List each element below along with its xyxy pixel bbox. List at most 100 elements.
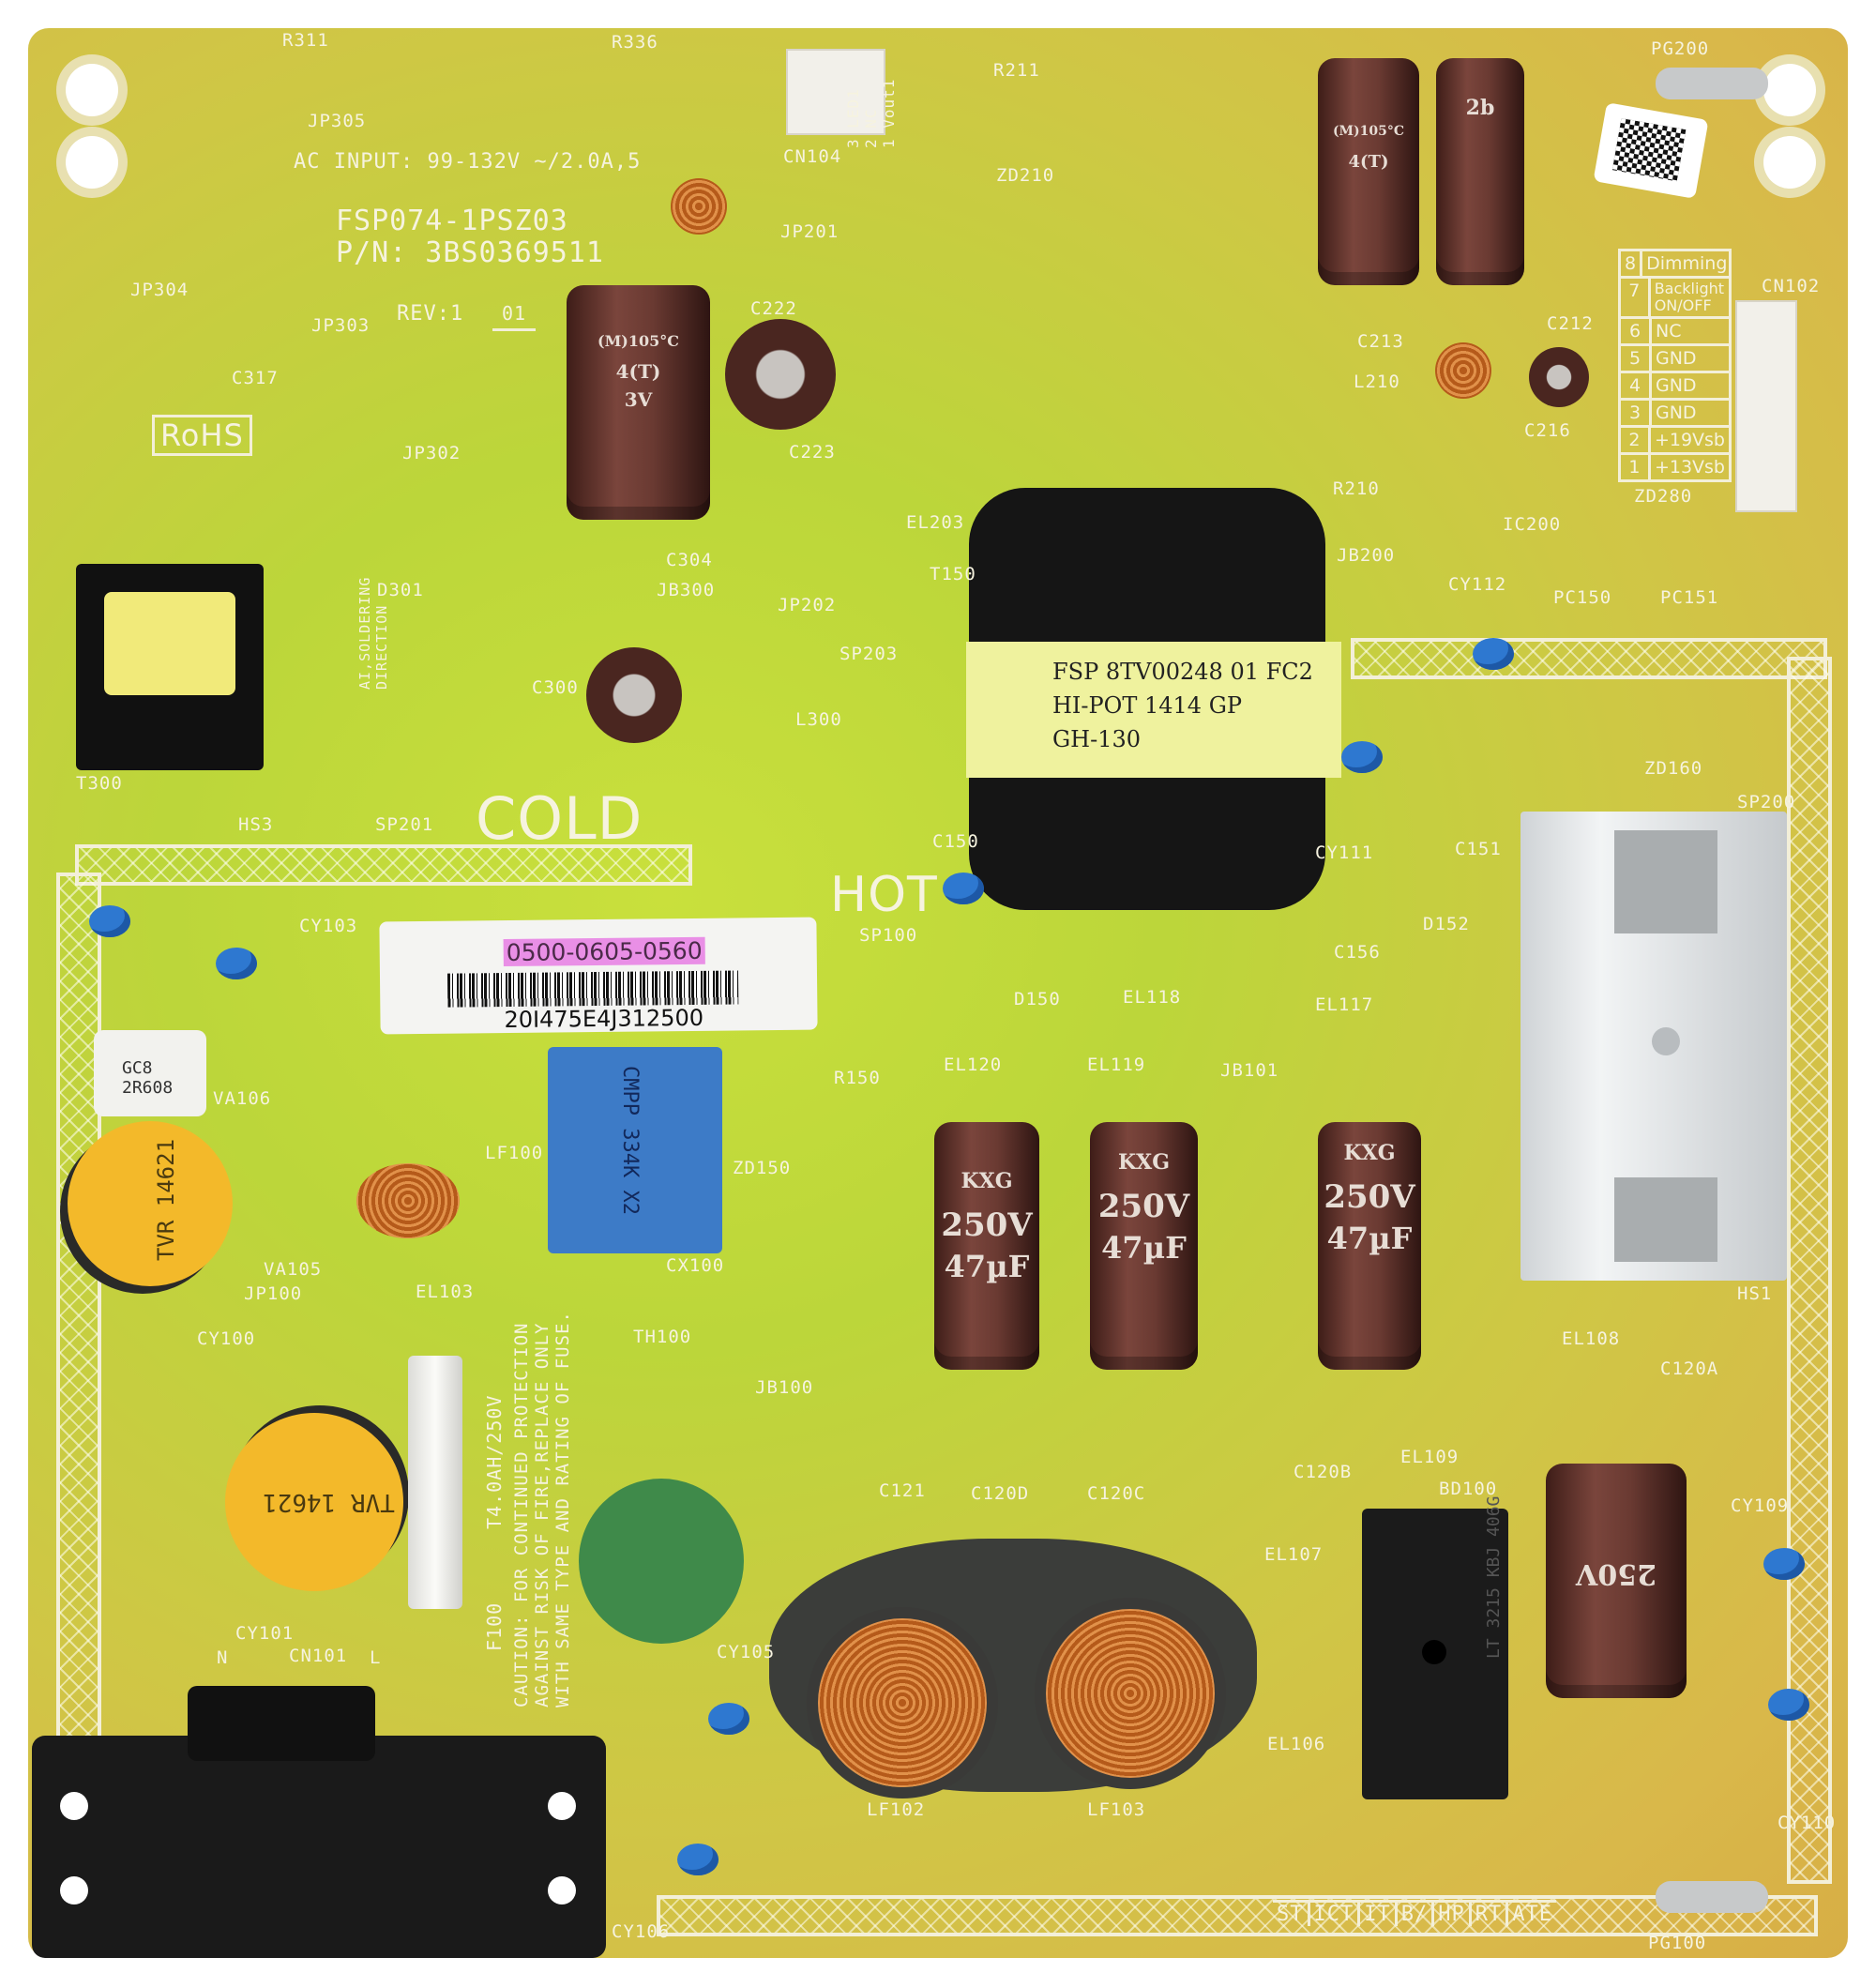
common-mode-choke-lf102 — [818, 1618, 987, 1787]
test-cell: HP — [1434, 1903, 1472, 1926]
designator-c120b: C120B — [1294, 1462, 1353, 1482]
designator-r211: R211 — [993, 60, 1040, 81]
designator-d152: D152 — [1423, 914, 1470, 934]
mounting-hole — [66, 136, 118, 189]
barcode — [446, 970, 739, 1008]
pin-number: 7 — [1621, 279, 1651, 316]
revision-text: REV:1 — [397, 302, 464, 326]
designator-r336: R336 — [612, 32, 658, 53]
designator-pg200: PG200 — [1651, 38, 1710, 59]
designator-jb200: JB200 — [1337, 545, 1396, 566]
test-checklist: ST ICT IT B/ HP RT ATE — [1273, 1900, 1556, 1926]
designator-jp302: JP302 — [402, 443, 461, 463]
designator-va106: VA106 — [213, 1088, 272, 1109]
designator-pc151: PC151 — [1660, 587, 1719, 608]
capacitor-marking: 4(T) — [615, 360, 661, 383]
test-cell: B/ — [1398, 1903, 1435, 1926]
y-capacitor — [89, 905, 130, 937]
designator-l210: L210 — [1354, 372, 1400, 392]
test-cell: RT — [1472, 1903, 1509, 1926]
test-cell: ICT — [1310, 1903, 1361, 1926]
isolation-zone — [75, 844, 692, 886]
caution-line: AGAINST RISK OF FIRE,REPLACE ONLY — [532, 1322, 552, 1708]
mounting-hole — [1763, 136, 1816, 189]
designator-el118: EL118 — [1123, 987, 1182, 1008]
designator-el119: EL119 — [1087, 1055, 1146, 1075]
designator-el203: EL203 — [906, 512, 965, 533]
designator-cy106: CY106 — [612, 1921, 671, 1942]
designator-jp100: JP100 — [244, 1283, 303, 1304]
pin-number: 4 — [1621, 373, 1652, 398]
designator-el107: EL107 — [1264, 1544, 1324, 1565]
test-cell: IT — [1360, 1903, 1398, 1926]
designator-cy111: CY111 — [1315, 842, 1374, 863]
designator-lf103: LF103 — [1087, 1799, 1146, 1820]
designator-zd210: ZD210 — [996, 165, 1055, 186]
designator-jp202: JP202 — [778, 595, 837, 615]
designator-lf102: LF102 — [867, 1799, 926, 1820]
designator-pc150: PC150 — [1553, 587, 1612, 608]
capacitor-marking: 2b — [1465, 96, 1495, 120]
cn102-connector[interactable] — [1735, 300, 1797, 512]
pin-number: 6 — [1621, 319, 1652, 343]
designator-c300: C300 — [532, 677, 579, 698]
designator-zd150: ZD150 — [733, 1158, 792, 1178]
capacitor-c222 — [725, 319, 836, 430]
capacitor-c120a: 250V — [1546, 1464, 1687, 1698]
designator-th100: TH100 — [633, 1327, 692, 1347]
thermistor-th100 — [579, 1479, 744, 1644]
gas-discharge-tube: GC8 2R608 — [94, 1030, 206, 1116]
capacitor-marking: 3V — [624, 388, 653, 411]
designator-bd100: BD100 — [1439, 1479, 1498, 1499]
hot-zone-label: HOT — [830, 867, 938, 923]
capacitor-marking: (M)105°C — [1332, 124, 1405, 139]
pin-label: GND — [1656, 402, 1697, 423]
designator-d150: D150 — [1014, 989, 1061, 1009]
designator-c156: C156 — [1334, 942, 1381, 963]
cn104-connector[interactable] — [786, 49, 885, 135]
x2-capacitor-cx100: CMPP 334K X2 — [548, 1047, 722, 1253]
designator-c304: C304 — [666, 550, 713, 570]
designator-el108: EL108 — [1562, 1328, 1621, 1349]
sticker-serial: 20I475E4J312500 — [504, 1004, 704, 1034]
y-capacitor — [1763, 1548, 1805, 1580]
designator-l: L — [370, 1647, 382, 1668]
part-number-text: P/N: 3BS0369511 — [336, 236, 604, 269]
inductor-l210 — [1435, 342, 1491, 399]
pin-label: Dimming — [1646, 253, 1728, 274]
designator-sp200: SP200 — [1737, 792, 1796, 812]
designator-c151: C151 — [1455, 839, 1502, 859]
bulk-capacitor: KXG 250V 47µF — [1090, 1122, 1198, 1370]
designator-cy100: CY100 — [197, 1328, 256, 1349]
y-capacitor — [708, 1703, 749, 1735]
mounting-hole — [66, 64, 118, 116]
designator-r311: R311 — [282, 30, 329, 51]
designator-t300: T300 — [76, 773, 123, 794]
caution-line: WITH SAME TYPE AND RATING OF FUSE. — [552, 1311, 573, 1707]
y-capacitor — [943, 873, 984, 904]
caution-text: CAUTION: FOR CONTINUED PROTECTION AGAINS… — [511, 1295, 573, 1707]
designator-jb300: JB300 — [657, 580, 716, 600]
ac-input-connector-cn101[interactable] — [32, 1736, 606, 1958]
designator-zd280: ZD280 — [1634, 486, 1693, 507]
designator-zd160: ZD160 — [1644, 758, 1703, 779]
isolation-zone — [1351, 638, 1827, 679]
ground-lug-pg200 — [1656, 68, 1768, 99]
designator-c212: C212 — [1547, 313, 1594, 334]
pin-label: GND — [1656, 375, 1697, 396]
capacitor-c212: 2b — [1436, 58, 1524, 285]
designator-va105: VA105 — [264, 1259, 323, 1280]
barcode-sticker: 0500-0605-0560 20I475E4J312500 — [379, 917, 818, 1035]
capacitor-c300 — [586, 647, 682, 743]
designator-pg100: PG100 — [1648, 1933, 1707, 1953]
designator-d301: D301 — [377, 580, 424, 600]
designator-el106: EL106 — [1267, 1734, 1326, 1754]
cn104-pin: 3 LED1 — [844, 88, 862, 148]
cn104-pin-table: 3 LED1 2 NC 1 Vout1 — [844, 79, 898, 148]
designator-cx100: CX100 — [666, 1255, 725, 1276]
inductor-l301 — [671, 178, 727, 235]
isolation-zone — [1787, 657, 1832, 1884]
designator-jp303: JP303 — [311, 315, 371, 336]
